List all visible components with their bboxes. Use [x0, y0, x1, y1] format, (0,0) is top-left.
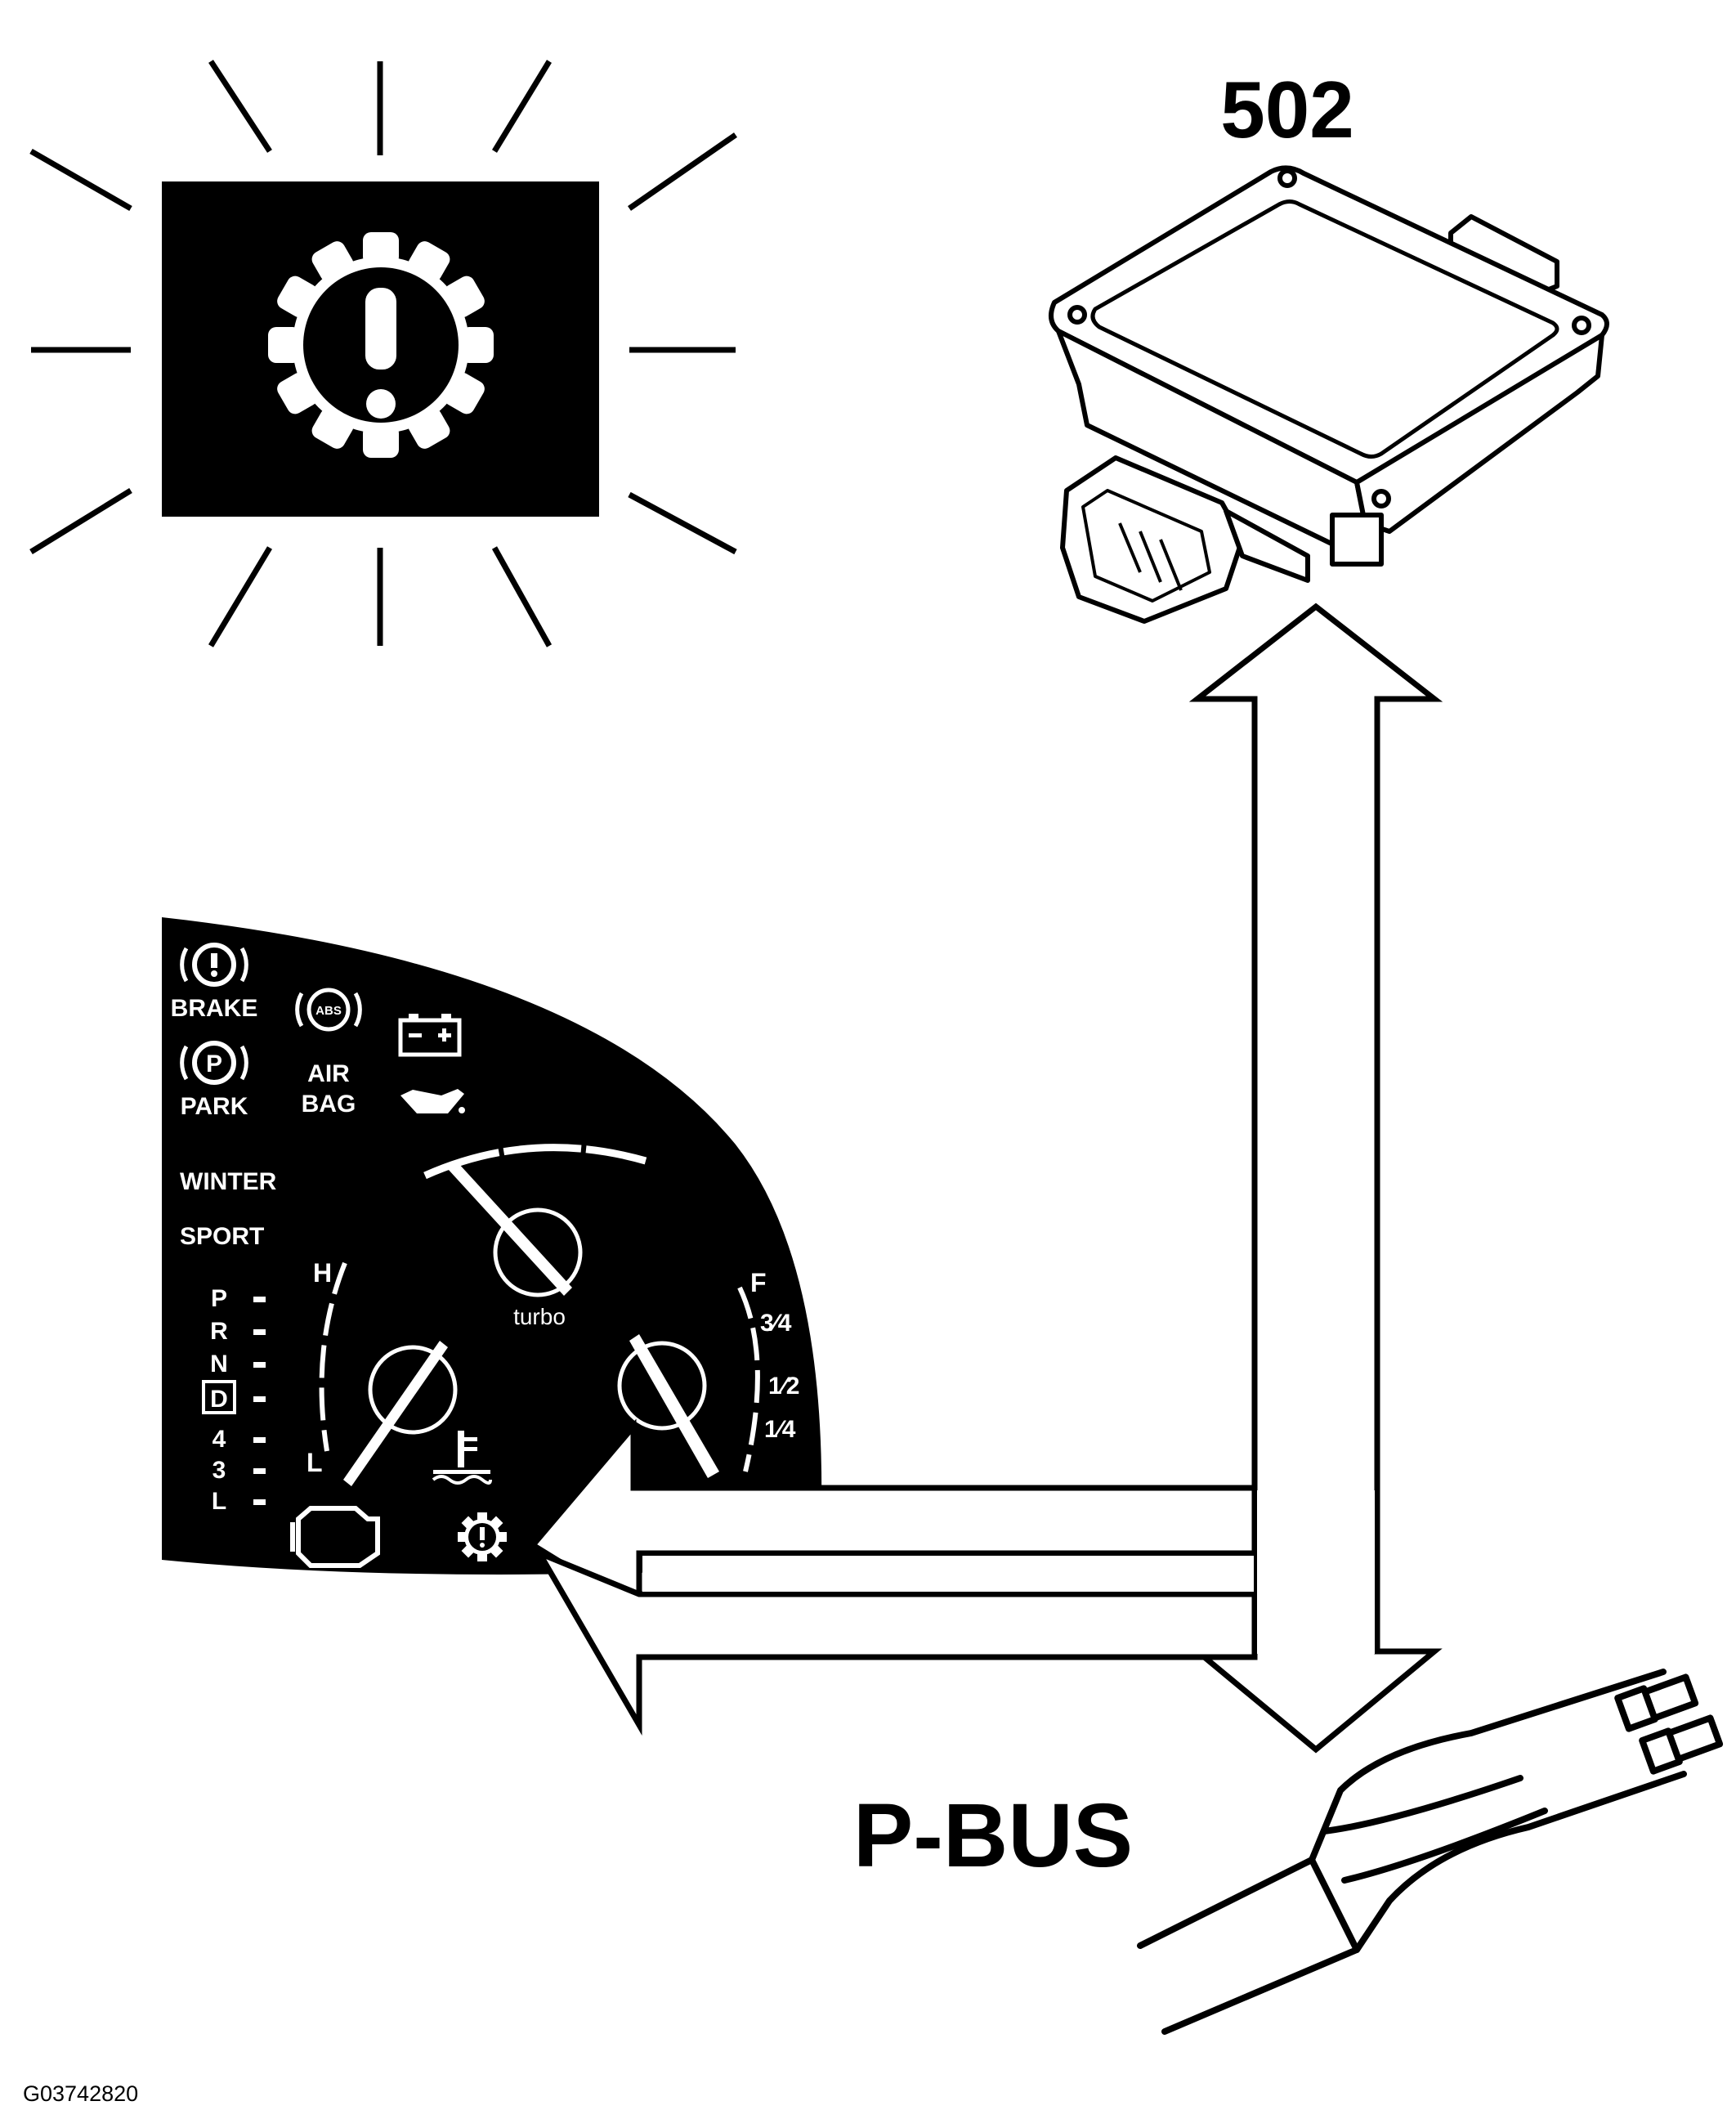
svg-text:P: P: [206, 1051, 222, 1077]
svg-text:N: N: [210, 1351, 228, 1378]
module-number-label: 502: [1220, 65, 1354, 155]
svg-text:L: L: [212, 1488, 226, 1515]
fuel-gauge: F 3⁄4 1⁄2 1⁄4: [617, 1268, 799, 1478]
cluster-panel: [162, 917, 822, 1575]
coolant-temp-icon: [432, 1431, 492, 1485]
svg-text:D: D: [210, 1386, 228, 1413]
wiring-harness-icon: [1137, 1669, 1724, 2035]
abs-label: ABS: [315, 1004, 342, 1018]
svg-text:4: 4: [213, 1426, 226, 1453]
brake-warning-icon: [180, 943, 248, 987]
flashing-warning-lamp: [29, 60, 737, 647]
oil-pressure-icon: [400, 1089, 465, 1113]
temperature-gauge: H L: [306, 1258, 492, 1486]
gear-position-d: D: [202, 1380, 266, 1414]
bus-label: P-BUS: [853, 1785, 1133, 1886]
flash-rays: [29, 60, 737, 647]
fuel-full-label: F: [750, 1268, 767, 1297]
gear-position-r: R: [210, 1318, 266, 1345]
turbo-gauge: turbo: [423, 1144, 647, 1329]
abs-warning-icon: ABS: [295, 988, 362, 1032]
sport-mode-label: SPORT: [180, 1223, 264, 1250]
bag-label: BAG: [302, 1091, 356, 1118]
svg-text:P: P: [211, 1285, 227, 1312]
check-engine-icon: [290, 1506, 380, 1568]
svg-text:R: R: [210, 1318, 228, 1345]
fuel-half-label: 1⁄2: [768, 1373, 799, 1400]
turbo-label: turbo: [513, 1304, 566, 1329]
gear-position-n: N: [210, 1351, 266, 1378]
battery-icon: [398, 1014, 462, 1057]
communication-arrows: [528, 603, 1443, 1754]
gear-position-p: P: [211, 1285, 266, 1312]
park-brake-icon: P: [180, 1041, 248, 1085]
gear-position-l: L: [212, 1488, 266, 1515]
gear-indicator: P R N D 4 3: [202, 1285, 266, 1515]
winter-mode-label: WINTER: [180, 1168, 277, 1195]
fuel-three-quarter-label: 3⁄4: [760, 1310, 792, 1337]
transmission-warning-small-icon: [458, 1512, 507, 1561]
temp-low-label: L: [306, 1448, 323, 1477]
control-module-502: [1049, 165, 1609, 624]
gear-position-3: 3: [213, 1457, 266, 1484]
brake-label: BRAKE: [171, 995, 258, 1022]
svg-text:3: 3: [213, 1457, 226, 1484]
temp-high-label: H: [313, 1258, 332, 1288]
park-label: PARK: [181, 1093, 248, 1120]
transmission-warning-icon: [268, 232, 494, 458]
bus-to-cluster-arrow: [532, 1547, 1258, 1736]
gear-position-4: 4: [213, 1426, 266, 1453]
fuel-quarter-label: 1⁄4: [764, 1416, 796, 1443]
figure-code: G03742820: [23, 2081, 138, 2106]
instrument-cluster: BRAKE P PARK ABS AIR BAG: [162, 917, 822, 1575]
air-label: AIR: [307, 1060, 350, 1087]
vertical-double-arrow: [1188, 603, 1443, 1754]
